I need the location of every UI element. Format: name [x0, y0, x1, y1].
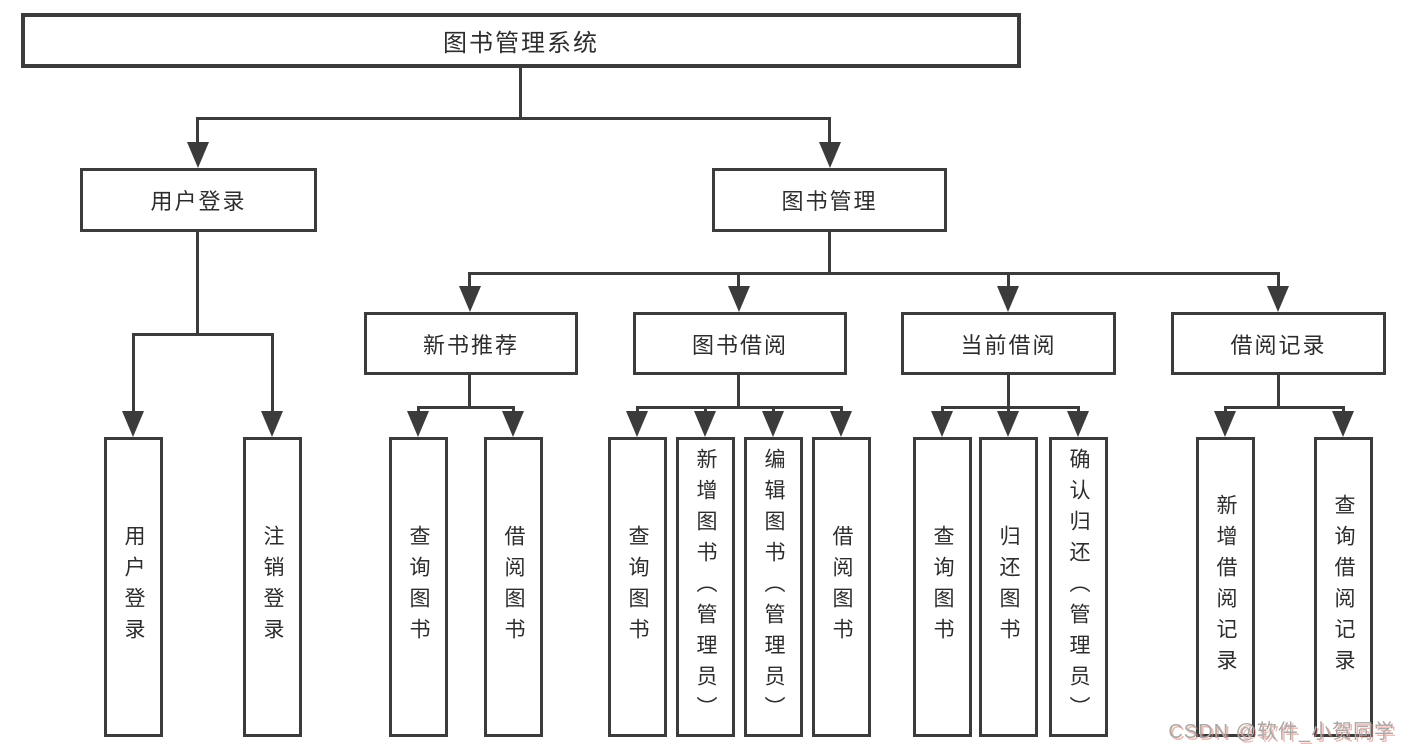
arrowhead-to-borrowing-records [1267, 286, 1289, 312]
csdn-watermark: CSDN @软件_小贺同学 [1168, 721, 1395, 743]
connector-root-trunk [519, 66, 522, 120]
connector-to-user-login [196, 117, 199, 147]
connector-recommendation-bar [417, 406, 515, 409]
connector-to-leaf-user-login [132, 333, 135, 415]
leaf-label: 新增借阅记录 [1214, 494, 1237, 680]
leaf-label: 用户登录 [122, 525, 145, 649]
leaf-logout: 注销登录 [243, 437, 302, 737]
connector-to-leaf-logout [271, 333, 274, 415]
connector-user-login-trunk [196, 231, 199, 335]
leaf-edit-book-admin: 编辑图书（管理员） [744, 437, 803, 737]
leaf-query-books-recommend: 查询图书 [389, 437, 448, 737]
node-user-login: 用户登录 [80, 168, 317, 232]
connector-records-trunk [1277, 374, 1280, 408]
leaf-add-book-admin: 新增图书（管理员） [676, 437, 735, 737]
connector-borrowing-trunk [737, 374, 740, 408]
connector-user-login-bar [132, 333, 274, 336]
leaf-query-borrow-record: 查询借阅记录 [1314, 437, 1373, 737]
leaf-label: 确认归还（管理员） [1067, 447, 1090, 727]
arrowhead-to-new-book-recommendation [459, 286, 481, 312]
node-current-borrowing: 当前借阅 [901, 312, 1116, 375]
arrowhead-to-leaf-query-borrow-record [1332, 411, 1354, 437]
leaf-add-borrow-record: 新增借阅记录 [1196, 437, 1255, 737]
arrowhead-to-leaf-query-books-recommend [407, 411, 429, 437]
arrowhead-to-book-borrowing [728, 286, 750, 312]
node-label: 借阅记录 [1230, 332, 1327, 358]
connector-book-management-trunk [828, 231, 831, 274]
connector-current-bar [941, 406, 1080, 409]
node-label: 图书管理 [781, 189, 878, 214]
leaf-borrow-books: 借阅图书 [812, 437, 871, 737]
leaf-confirm-return-admin: 确认归还（管理员） [1049, 437, 1108, 737]
arrowhead-to-leaf-query-books-current [931, 411, 953, 437]
connector-borrowing-bar [636, 406, 843, 409]
leaf-label: 归还图书 [997, 525, 1020, 649]
connector-to-new-book-recommendation [468, 272, 471, 292]
arrowhead-to-leaf-borrow-books [830, 411, 852, 437]
leaf-label: 注销登录 [261, 525, 284, 649]
connector-to-book-borrowing [737, 272, 740, 292]
connector-to-current-borrowing [1007, 272, 1010, 292]
node-book-management: 图书管理 [712, 168, 947, 232]
arrowhead-to-leaf-logout [261, 411, 283, 437]
arrowhead-to-leaf-add-borrow-record [1214, 411, 1236, 437]
leaf-label: 查询图书 [407, 525, 430, 649]
leaf-label: 新增图书（管理员） [694, 447, 717, 727]
leaf-label: 查询图书 [626, 525, 649, 649]
arrowhead-to-current-borrowing [997, 286, 1019, 312]
connector-recommendation-trunk [468, 374, 471, 408]
node-label: 新书推荐 [422, 332, 519, 358]
arrowhead-to-leaf-user-login [122, 411, 144, 437]
arrowhead-to-user-login [187, 142, 209, 168]
leaf-user-login: 用户登录 [104, 437, 163, 737]
leaf-label: 借阅图书 [830, 525, 853, 649]
leaf-label: 查询图书 [931, 525, 954, 649]
node-book-borrowing: 图书借阅 [633, 312, 847, 375]
leaf-query-books-borrowing: 查询图书 [608, 437, 667, 737]
node-borrowing-records: 借阅记录 [1171, 312, 1386, 375]
arrowhead-to-leaf-borrow-books-recommend [502, 411, 524, 437]
connector-records-bar [1224, 406, 1344, 409]
leaf-query-books-current: 查询图书 [913, 437, 972, 737]
arrowhead-to-leaf-edit-book [762, 411, 784, 437]
arrowhead-to-leaf-return-books [997, 411, 1019, 437]
leaf-return-books: 归还图书 [979, 437, 1038, 737]
arrowhead-to-leaf-add-book [694, 411, 716, 437]
connector-to-book-management [828, 117, 831, 147]
leaf-label: 编辑图书（管理员） [762, 447, 785, 727]
node-new-book-recommendation: 新书推荐 [364, 312, 578, 375]
arrowhead-to-leaf-query-books-borrowing [626, 411, 648, 437]
node-label: 图书借阅 [691, 332, 788, 358]
connector-level1-bar [196, 117, 831, 120]
node-label: 图书管理系统 [443, 30, 599, 57]
leaf-borrow-books-recommend: 借阅图书 [484, 437, 543, 737]
arrowhead-to-book-management [819, 142, 841, 168]
leaf-label: 借阅图书 [502, 525, 525, 649]
connector-to-borrowing-records [1277, 272, 1280, 292]
node-book-management-system: 图书管理系统 [21, 13, 1021, 68]
node-label: 用户登录 [150, 189, 247, 214]
arrowhead-to-leaf-confirm-return [1067, 411, 1089, 437]
connector-level2-bar [468, 272, 1280, 275]
leaf-label: 查询借阅记录 [1332, 494, 1355, 680]
connector-current-trunk [1007, 374, 1010, 408]
node-label: 当前借阅 [960, 332, 1057, 358]
